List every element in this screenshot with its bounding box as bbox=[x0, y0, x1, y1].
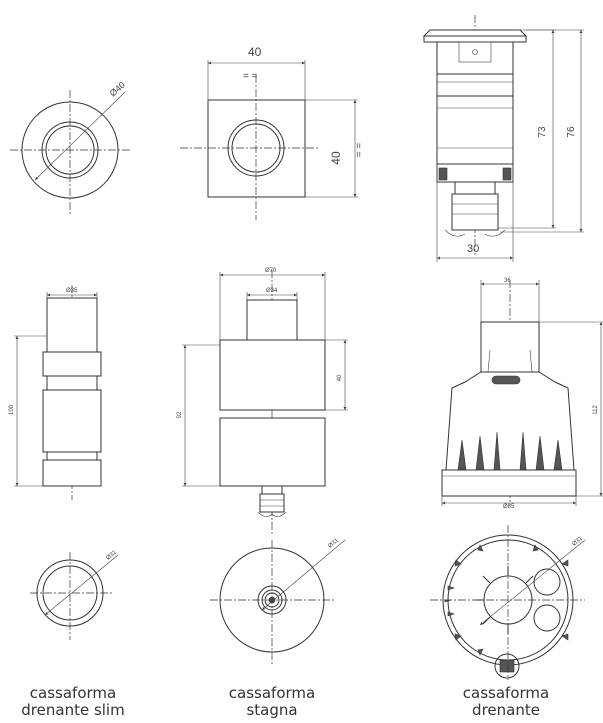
slim-side-view: Ø35 100 bbox=[9, 285, 102, 500]
stagna-side-view: Ø70 Ø34 92 40 bbox=[177, 268, 348, 535]
drenante-bottom-label: Ø85 bbox=[503, 504, 515, 510]
caption-stagna: cassaforma stagna bbox=[192, 685, 352, 719]
caption-drenante: cassaforma drenante bbox=[426, 685, 586, 719]
caption-slim-line1: cassaforma bbox=[29, 684, 117, 702]
square-height-label: 40 bbox=[329, 151, 343, 165]
caption-drenante-line2: drenante bbox=[472, 701, 540, 719]
square-width-label: 40 bbox=[248, 45, 262, 59]
caption-drenante-line1: cassaforma bbox=[462, 684, 550, 702]
stagna-inner-label: Ø34 bbox=[266, 288, 278, 294]
fixture-side-view: 73 76 30 bbox=[422, 15, 584, 262]
stagna-upper-label: 40 bbox=[337, 374, 343, 381]
drenante-side-view: 36 112 Ø85 bbox=[441, 278, 603, 510]
drenante-top-label: 36 bbox=[504, 278, 511, 284]
caption-stagna-line1: cassaforma bbox=[228, 684, 316, 702]
square-top-view: 40 = = 40 = = bbox=[180, 45, 365, 220]
drenante-top-view: Ø31 bbox=[430, 525, 586, 680]
stagna-top-view: Ø31 bbox=[210, 537, 346, 665]
slim-height-label: 100 bbox=[9, 404, 15, 415]
stagna-outer-label: Ø70 bbox=[265, 268, 277, 274]
fixture-height-inner-label: 73 bbox=[537, 126, 548, 138]
stagna-height-label: 92 bbox=[177, 411, 183, 418]
slim-width-label: Ø35 bbox=[66, 288, 78, 294]
ring-top-view: Ø40 bbox=[10, 80, 130, 215]
slim-top-view: Ø31 bbox=[30, 549, 118, 640]
fixture-height-outer-label: 76 bbox=[566, 126, 577, 138]
caption-stagna-line2: stagna bbox=[246, 701, 298, 719]
fixture-width-label: 30 bbox=[467, 243, 479, 255]
caption-slim: cassaforma drenante slim bbox=[0, 685, 153, 719]
square-width-equal-mark: = = bbox=[243, 71, 258, 82]
square-height-equal-mark: = = bbox=[354, 143, 365, 158]
ring-diameter-label: Ø40 bbox=[108, 80, 127, 99]
drenante-height-label: 112 bbox=[593, 405, 599, 415]
stagna-top-diameter-label: Ø31 bbox=[327, 537, 340, 549]
caption-slim-line2: drenante slim bbox=[21, 701, 125, 719]
